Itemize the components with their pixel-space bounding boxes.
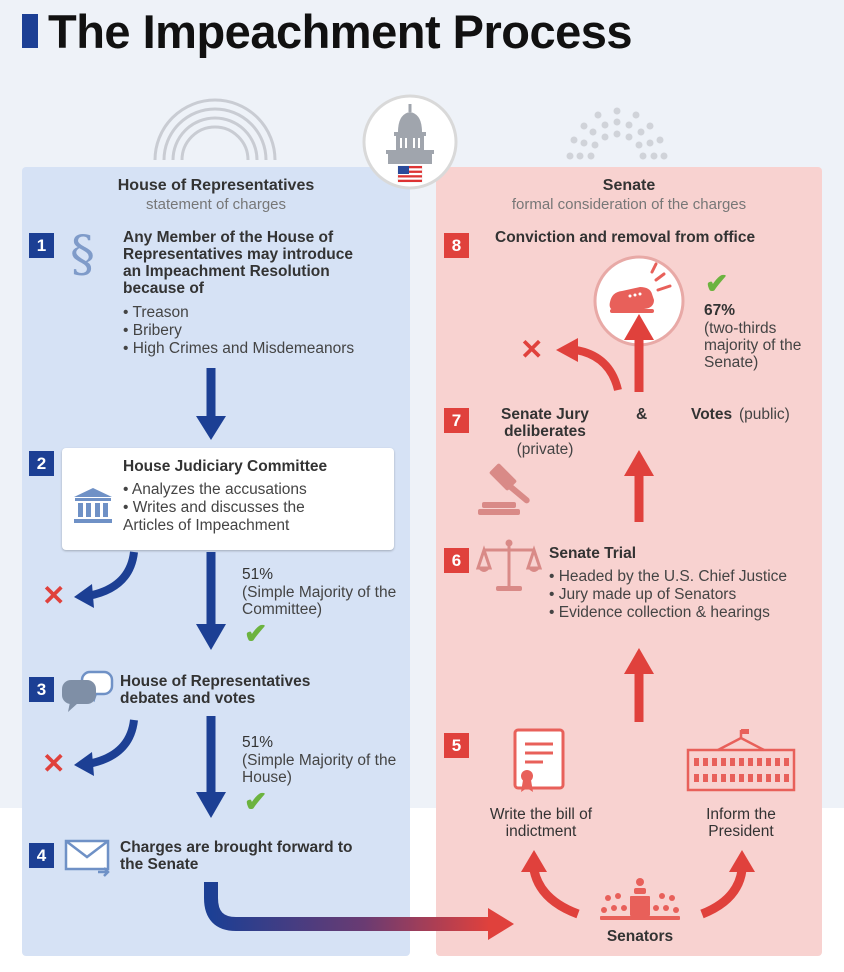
- arrow-reject-step3: [74, 719, 138, 776]
- step-3-vote-note: (Simple Majority of the House): [242, 752, 397, 786]
- step-4-text: Charges are brought forward to the Senat…: [120, 839, 353, 873]
- step-1-text: Any Member of the House of Representativ…: [123, 229, 354, 297]
- arrow-step2-to-step3: [196, 552, 226, 650]
- step-8-title: Conviction and removal from office: [495, 229, 756, 246]
- step-2-list: Analyzes the accusations Writes and disc…: [123, 481, 353, 535]
- check-icon: ✔: [244, 618, 268, 649]
- gavel-icon: [478, 463, 530, 515]
- step-3-number: 3: [29, 677, 54, 702]
- x-icon: ✕: [42, 580, 66, 611]
- check-icon: ✔: [705, 268, 729, 299]
- list-item: Writes and discusses the Articles of Imp…: [123, 499, 353, 535]
- step-3-vote-pct: 51%: [242, 734, 274, 751]
- arrow-senators-to-president: [700, 850, 755, 919]
- step-7-amp: &: [636, 406, 648, 423]
- step-7-number: 7: [444, 408, 469, 433]
- step-1-list: Treason Bribery High Crimes and Misdemea…: [123, 304, 354, 358]
- courthouse-icon: [74, 488, 112, 523]
- check-icon: ✔: [244, 786, 268, 817]
- step-2-title: House Judiciary Committee: [123, 458, 328, 475]
- step-5-right: Inform the President: [706, 806, 776, 840]
- scales-icon: [475, 539, 543, 591]
- arrow-reject-step7: [556, 338, 622, 392]
- house-panel: House of Representatives statement of ch…: [22, 167, 410, 956]
- capitol-icon: [362, 94, 458, 190]
- house-title: House of Representatives: [117, 177, 315, 194]
- senate-title: Senate: [602, 177, 656, 194]
- arrow-step1-to-step2: [196, 368, 226, 440]
- step-7-jury: Senate Jury deliberates: [501, 406, 589, 440]
- list-item: Evidence collection & hearings: [549, 604, 787, 622]
- step-4-number: 4: [29, 843, 54, 868]
- step-8-vote-note: (two-thirds majority of the Senate): [704, 320, 802, 371]
- list-item: Analyzes the accusations: [123, 481, 353, 499]
- white-house-icon: [686, 729, 796, 792]
- boot-icon: [593, 255, 685, 347]
- list-item: Bribery: [123, 322, 354, 340]
- envelope-icon: [64, 839, 110, 877]
- step-2-number: 2: [29, 451, 54, 476]
- senate-subtitle: formal consideration of the charges: [511, 196, 747, 213]
- x-icon: ✕: [520, 334, 544, 365]
- list-item: Treason: [123, 304, 354, 322]
- arrow-step7-to-step8: [624, 314, 654, 392]
- title-accent-bar: [22, 14, 38, 48]
- step-7-votes: Votes: [691, 406, 733, 423]
- x-icon: ✕: [42, 748, 66, 779]
- arrow-senators-to-bill: [521, 850, 580, 919]
- speech-bubbles-icon: [62, 670, 114, 712]
- step-8-number: 8: [444, 233, 469, 258]
- arrow-step3-to-step4: [196, 716, 226, 818]
- arrow-reject-step2: [74, 551, 138, 608]
- house-chamber-icon: [153, 98, 277, 161]
- step-3-text: House of Representatives debates and vot…: [120, 673, 311, 707]
- list-item: Headed by the U.S. Chief Justice: [549, 568, 787, 586]
- step-5-number: 5: [444, 733, 469, 758]
- step-5-bottom: Senators: [606, 928, 674, 945]
- us-flag-icon: [397, 165, 423, 183]
- step-1-number: 1: [29, 233, 54, 258]
- arrow-step5-to-step6: [624, 648, 654, 722]
- senate-chamber-icon: [566, 107, 668, 160]
- section-sign-icon: §: [70, 225, 95, 283]
- step-6-title: Senate Trial: [549, 545, 637, 562]
- step-2-vote-pct: 51%: [242, 566, 274, 583]
- list-item: High Crimes and Misdemeanors: [123, 340, 354, 358]
- house-subtitle: statement of charges: [145, 196, 287, 213]
- step-8-vote-pct: 67%: [704, 302, 736, 319]
- page-title: The Impeachment Process: [48, 5, 633, 58]
- list-item: Jury made up of Senators: [549, 586, 787, 604]
- step-5-left: Write the bill of indictment: [489, 806, 593, 840]
- document-icon: [513, 728, 565, 792]
- step-6-number: 6: [444, 548, 469, 573]
- arrow-step6-to-step7: [624, 450, 654, 522]
- arrow-house-to-senate: [204, 882, 514, 940]
- step-6-list: Headed by the U.S. Chief Justice Jury ma…: [549, 568, 787, 622]
- senators-icon: [600, 878, 680, 920]
- step-7-votes-note: (public): [739, 406, 790, 423]
- step-7-jury-note: (private): [516, 441, 574, 458]
- step-2-vote-note: (Simple Majority of the Committee): [242, 584, 397, 618]
